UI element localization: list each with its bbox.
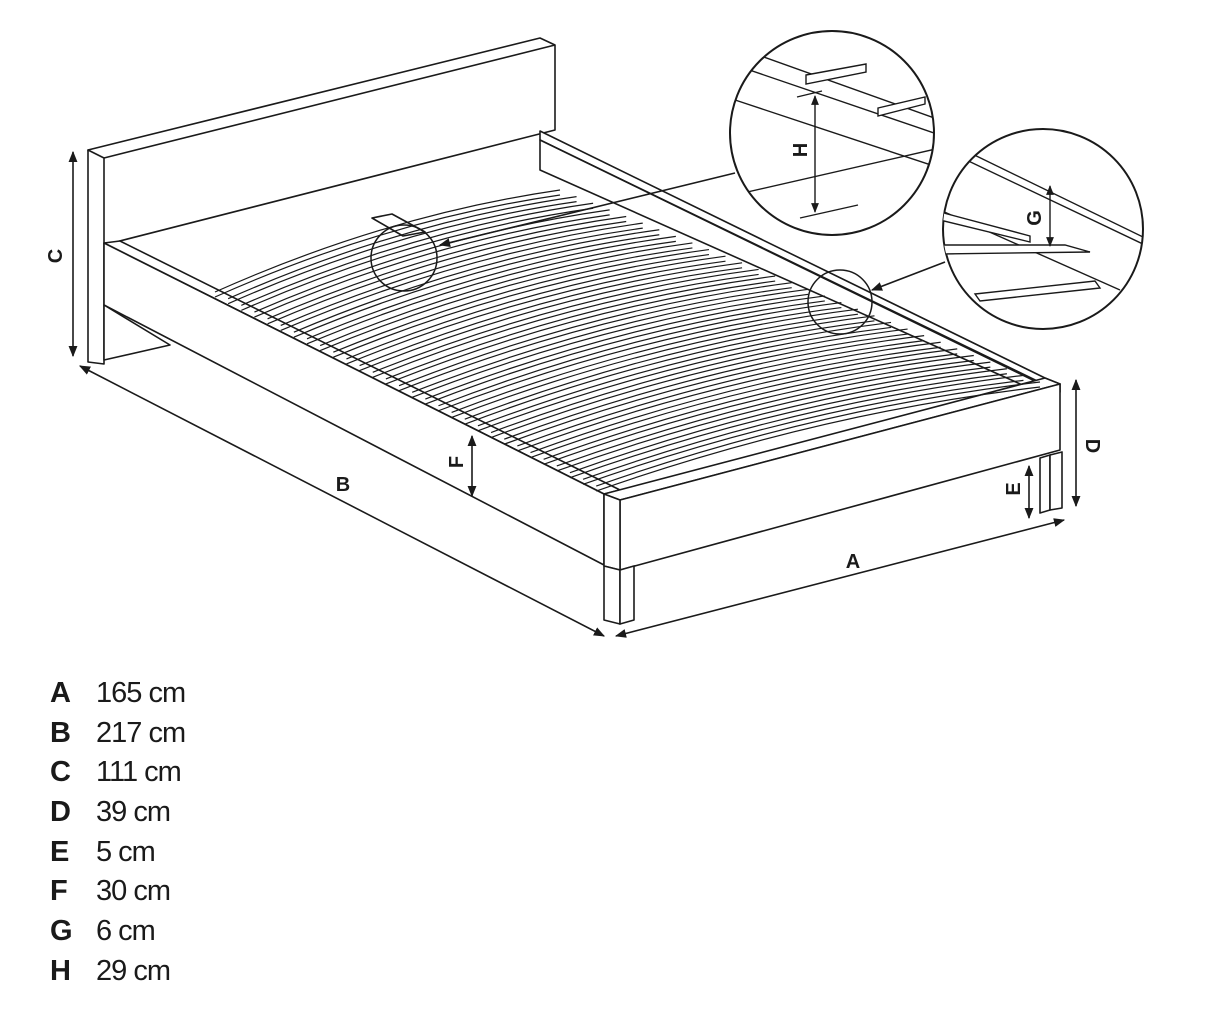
legend-row-g: G 6 cm	[50, 912, 185, 952]
legend-row-e: E 5 cm	[50, 833, 185, 873]
slat-edge	[569, 368, 1007, 474]
slat-edge	[293, 234, 660, 338]
slat-edge	[556, 366, 991, 472]
legend-row-f: F 30 cm	[50, 872, 185, 912]
label-d: D	[1081, 439, 1103, 453]
label-c: C	[45, 249, 67, 263]
dimension-lines	[68, 150, 1081, 638]
legend-value: 30 cm	[96, 875, 171, 908]
bed-dimension-drawing: A B C D E F G H	[45, 30, 1144, 638]
legend-row-c: C 111 cm	[50, 753, 185, 793]
legend-letter: F	[50, 875, 68, 908]
legend-letter: B	[50, 716, 71, 749]
slat-edge	[372, 268, 759, 373]
legend-letter: C	[50, 756, 71, 789]
legend-letter: E	[50, 835, 70, 868]
slat-edge	[319, 247, 693, 352]
legend-value: 111 cm	[96, 756, 182, 789]
detail-view-h	[729, 30, 935, 236]
slat-base	[214, 189, 1041, 492]
legend-letter: H	[50, 954, 71, 987]
slat-edge	[306, 235, 676, 340]
legend-value: 165 cm	[96, 677, 186, 709]
slat-edge	[267, 215, 627, 320]
slat-edge	[254, 209, 610, 313]
slat-edge	[556, 361, 991, 467]
legend-value: 6 cm	[96, 915, 156, 948]
slat-edge	[582, 379, 1024, 485]
legend-letter: A	[50, 677, 71, 709]
legend-row-b: B 217 cm	[50, 714, 186, 754]
label-b: B	[336, 474, 350, 496]
label-g: G	[1024, 210, 1046, 226]
detail-view-g	[942, 128, 1144, 330]
slat-edge	[241, 207, 594, 311]
slat-edge	[319, 242, 693, 347]
slat-edge	[569, 373, 1007, 479]
legend-letter: G	[50, 915, 73, 948]
detail-marker-g	[807, 269, 873, 335]
legend-value: 5 cm	[96, 835, 156, 868]
slat-edge	[346, 260, 726, 365]
legend-row-d: D 39 cm	[50, 793, 185, 833]
legend-value: 39 cm	[96, 796, 171, 829]
slat-edge	[346, 255, 726, 360]
legend-value: 217 cm	[96, 716, 186, 749]
slat-edge	[333, 248, 710, 353]
slat-edge	[582, 374, 1024, 480]
slat-edge	[333, 253, 710, 358]
slat-edge	[359, 262, 743, 367]
slat-edge	[385, 275, 776, 380]
slat-edge	[254, 214, 610, 318]
slat-edge	[241, 202, 594, 306]
slat-edge	[280, 227, 643, 332]
slat-edge	[280, 222, 643, 327]
bed-leg-right	[1039, 451, 1063, 514]
legend-row-h: H 29 cm	[50, 952, 185, 992]
slat-edge	[596, 386, 1041, 492]
label-e: E	[1003, 482, 1025, 495]
slat-edge	[267, 220, 627, 325]
slat-edge	[227, 196, 577, 300]
label-f: F	[446, 456, 468, 468]
slat-edge	[293, 229, 660, 333]
label-h: H	[790, 143, 812, 157]
slat-edge	[306, 240, 676, 345]
legend-letter: D	[50, 796, 71, 829]
slat-edge	[214, 189, 561, 293]
headboard	[87, 37, 556, 365]
slat-edge	[214, 194, 561, 298]
legend-row-a: A 165 cm	[50, 674, 186, 714]
slat-edge	[385, 280, 776, 385]
slat-edge	[359, 267, 743, 372]
legend-value: 29 cm	[96, 954, 171, 987]
slat-edge	[372, 273, 759, 378]
label-a: A	[846, 551, 860, 573]
dimension-legend: A 165 cm B 217 cm C 111 cm D 39 cm E 5 cm F 30…	[50, 674, 186, 992]
detail-marker-h	[370, 224, 438, 292]
slat-edge	[596, 381, 1041, 487]
bed-leg-front	[603, 565, 635, 625]
slat-edge	[227, 201, 577, 305]
